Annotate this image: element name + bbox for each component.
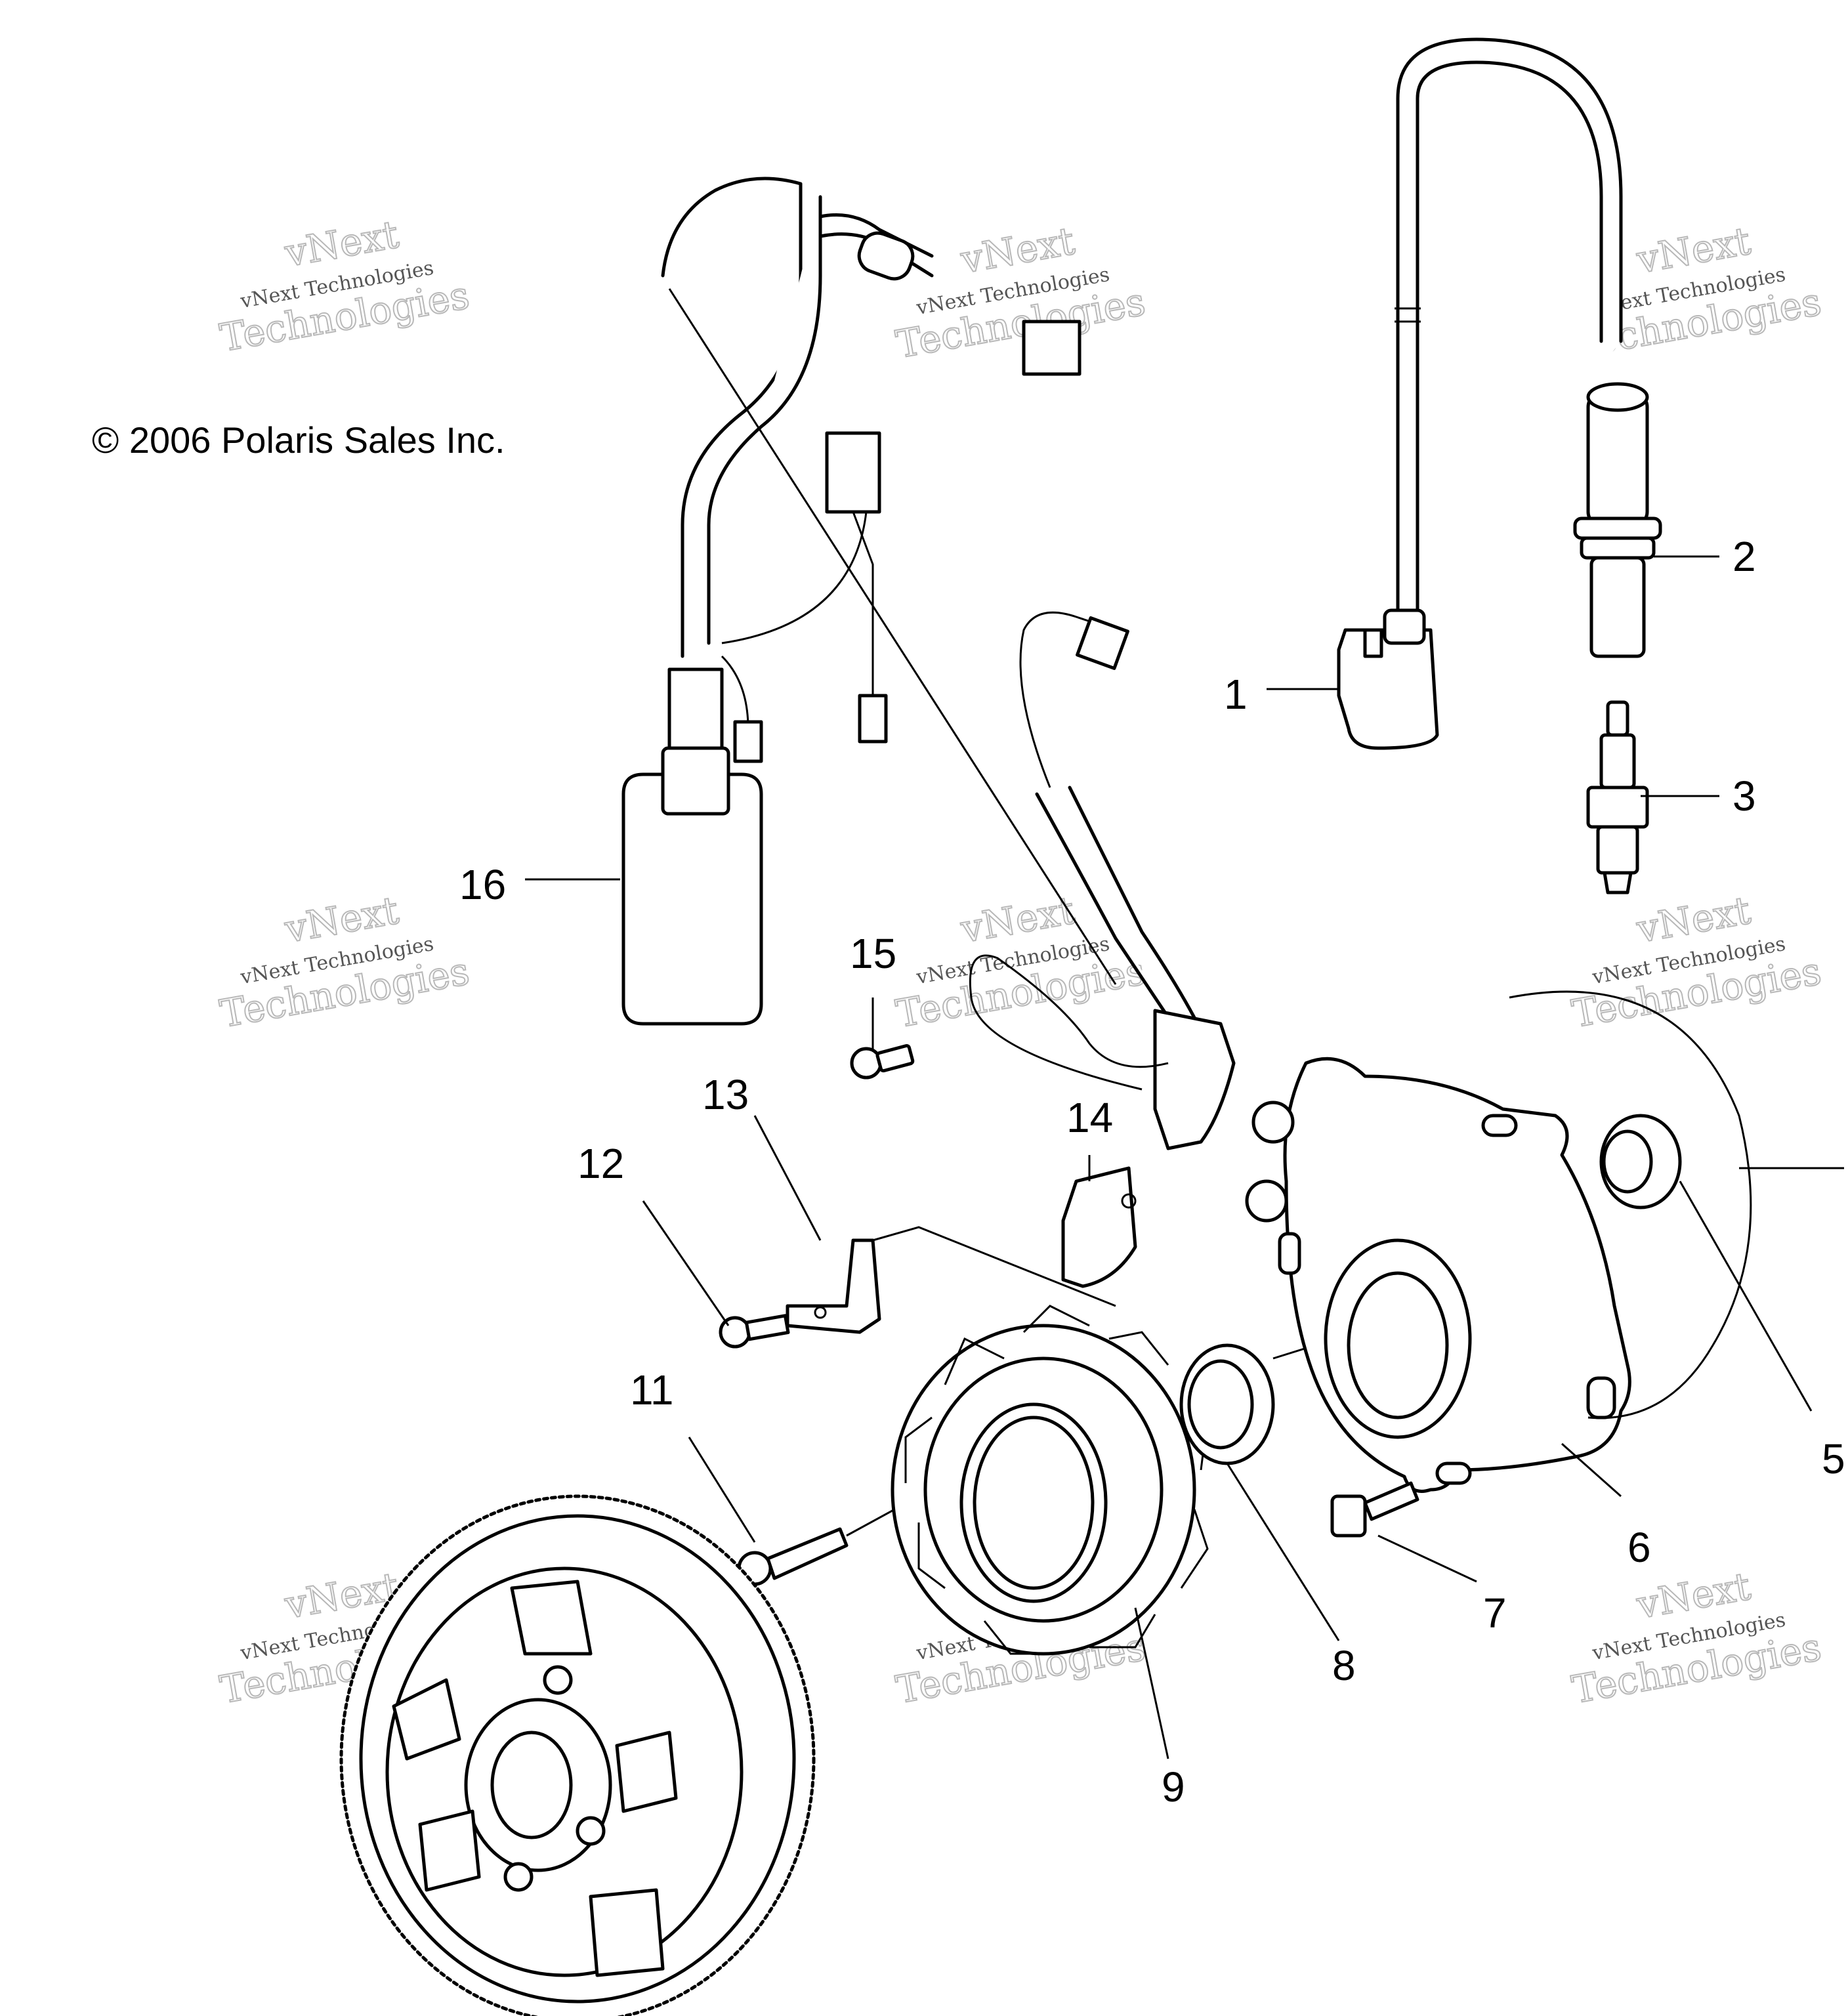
coil-body	[1337, 628, 1439, 750]
watermark: vNext vNext Technologies Technologies	[216, 211, 473, 361]
stator	[891, 1305, 1209, 1656]
callout-1: 1	[1224, 671, 1248, 718]
bolt-7	[1330, 1481, 1419, 1538]
coil-boot	[1383, 608, 1426, 645]
copyright-notice: © 2006 Polaris Sales Inc.	[92, 419, 505, 461]
callout-15: 15	[850, 930, 896, 977]
callout-13: 13	[702, 1071, 749, 1118]
stator-lead	[1035, 792, 1183, 1039]
spark-plug	[1586, 700, 1649, 894]
callout-6: 6	[1628, 1524, 1651, 1571]
watermark: vNext vNext Technologies Technologies	[216, 887, 473, 1037]
callout-3: 3	[1732, 772, 1756, 820]
callout-7: 7	[1483, 1589, 1507, 1637]
watermark: vNext vNext Technologies Technologies	[892, 887, 1149, 1037]
wiring-harness	[661, 177, 1117, 985]
callouts: 1 2 3 5 6 7 8 9 11 12 13 14 15 16	[459, 533, 1845, 1811]
plate-body	[1283, 1057, 1631, 1493]
wire-clamp	[786, 1226, 1116, 1334]
callout-14: 14	[1066, 1094, 1113, 1141]
ignition-coil	[1337, 37, 1623, 750]
callout-9: 9	[1162, 1763, 1185, 1811]
spark-plug-cap	[1573, 382, 1662, 658]
callout-12: 12	[578, 1140, 624, 1187]
cdi-module	[621, 746, 763, 1026]
callout-16: 16	[459, 861, 506, 908]
bearing	[1509, 990, 1844, 1419]
harness-loom	[661, 177, 803, 658]
screw-12	[719, 1314, 790, 1349]
spark-plug-wire-inner	[1416, 60, 1603, 625]
watermark: vNext vNext Technologies Technologies	[1568, 887, 1825, 1037]
callout-5: 5	[1822, 1435, 1845, 1482]
harness-connector	[825, 431, 881, 514]
leader-lines	[525, 555, 1719, 1759]
screw-15	[850, 1043, 915, 1080]
harness-connector-lower	[667, 667, 724, 750]
watermark: vNext vNext Technologies Technologies	[1568, 1563, 1825, 1713]
callout-2: 2	[1732, 533, 1756, 580]
watermark: vNext vNext Technologies Technologies	[892, 218, 1149, 368]
flywheel-cover-outline	[1509, 990, 1752, 1419]
oil-seal	[1179, 1324, 1379, 1465]
pulse-coil-lead	[969, 611, 1236, 1288]
coil-terminal	[1363, 628, 1383, 658]
callout-8: 8	[1332, 1642, 1356, 1689]
stator-plate	[1245, 1057, 1631, 1493]
cdi-box	[621, 772, 763, 1026]
callout-11: 11	[630, 1366, 673, 1414]
bolt-11	[737, 1495, 919, 1586]
harness-plug	[1022, 320, 1082, 376]
flywheel	[339, 1494, 816, 2016]
cdi-connector	[661, 746, 730, 816]
pickup-coil	[1061, 1166, 1137, 1288]
